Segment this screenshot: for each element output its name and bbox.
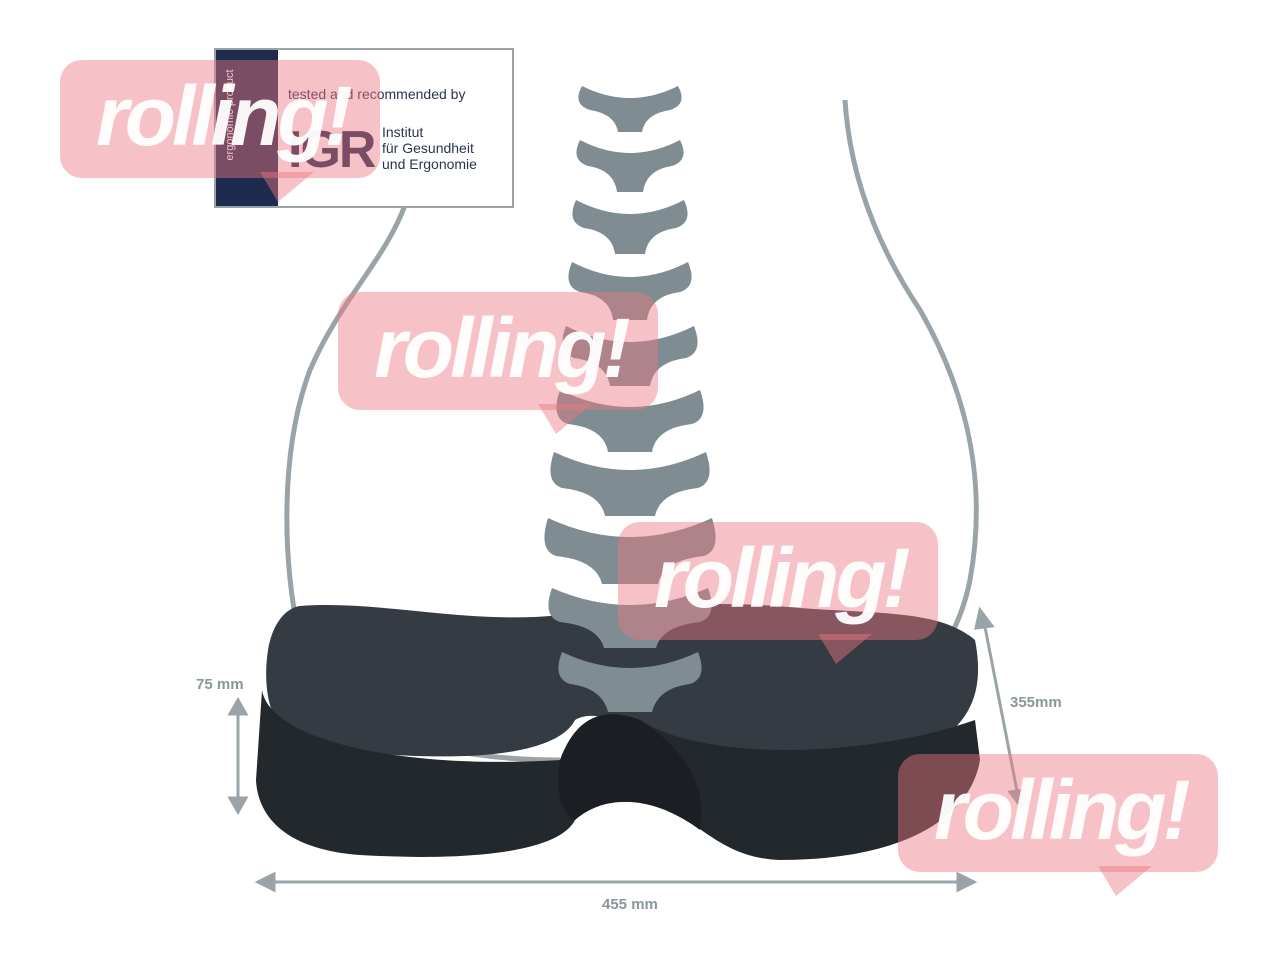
igr-certification-badge: ergonomic product tested and recommended…: [214, 48, 514, 208]
watermark-bubble: [60, 60, 380, 178]
institute-name: Institut für Gesundheit und Ergonomie: [382, 124, 512, 172]
depth-arrow-head-top: [974, 606, 995, 630]
width-arrow-head-right: [956, 871, 978, 893]
watermark: rolling!: [898, 754, 1218, 896]
height-label: 75 mm: [196, 676, 244, 693]
depth-label: 355mm: [1010, 694, 1062, 711]
watermark: rolling!: [618, 522, 938, 664]
watermark-text: rolling!: [96, 69, 353, 163]
vertebra: [578, 86, 682, 132]
watermark-bubble: [898, 754, 1218, 872]
vertebra: [558, 652, 702, 712]
institute-line: Institut: [382, 124, 424, 140]
dimension-arrows: [227, 606, 1028, 893]
cushion-cutout: [558, 714, 702, 830]
institute-line: für Gesundheit: [382, 140, 474, 156]
watermark-bubble-tail: [1098, 866, 1152, 896]
watermark-bubble: [618, 522, 938, 640]
watermark-text: rolling!: [374, 301, 631, 395]
watermark: rolling!: [60, 60, 380, 202]
watermark-bubble-tail: [818, 634, 872, 664]
vertebra: [576, 140, 684, 192]
watermark-text: rolling!: [654, 531, 911, 625]
vertebra: [548, 588, 712, 648]
badge-tested-by: tested and recommended by: [288, 86, 466, 102]
igr-logo: IGR: [288, 121, 376, 179]
watermark-text: rolling!: [934, 763, 1191, 857]
vertebra: [562, 326, 698, 386]
vertebra: [568, 262, 692, 320]
width-label: 455 mm: [602, 896, 658, 913]
vertebra: [572, 200, 688, 254]
depth-arrow: [982, 621, 1020, 797]
watermark-bubble: [338, 292, 658, 410]
height-arrow-head-top: [227, 696, 249, 716]
depth-arrow-head-bottom: [1007, 788, 1028, 812]
vertebra: [550, 452, 710, 516]
spine: [544, 86, 716, 712]
institute-line: und Ergonomie: [382, 156, 477, 172]
watermark-bubble-tail: [260, 172, 314, 202]
height-arrow-head-bottom: [227, 796, 249, 816]
watermark: rolling!: [338, 292, 658, 434]
watermark-bubble-tail: [538, 404, 592, 434]
width-arrow-head-left: [254, 871, 276, 893]
vertebra: [544, 518, 716, 584]
vertebra: [556, 390, 704, 452]
badge-side-stripe: ergonomic product: [216, 50, 278, 206]
